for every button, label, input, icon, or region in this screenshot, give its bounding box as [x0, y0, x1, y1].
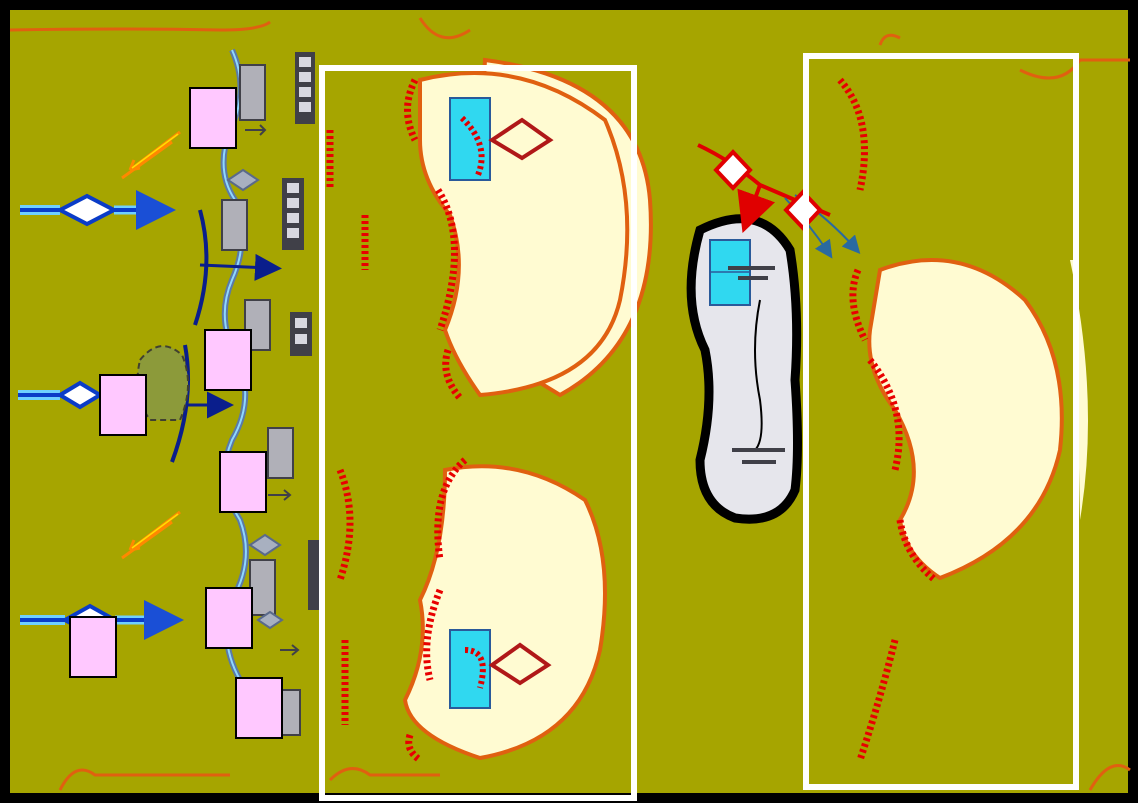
label-box[interactable] [206, 588, 252, 648]
label-box[interactable] [100, 375, 146, 435]
label-box[interactable] [220, 452, 266, 512]
label-box[interactable] [205, 330, 251, 390]
isolated-cell [691, 219, 797, 519]
label-box[interactable] [190, 88, 236, 148]
label-box[interactable] [70, 617, 116, 677]
label-box[interactable] [236, 678, 282, 738]
